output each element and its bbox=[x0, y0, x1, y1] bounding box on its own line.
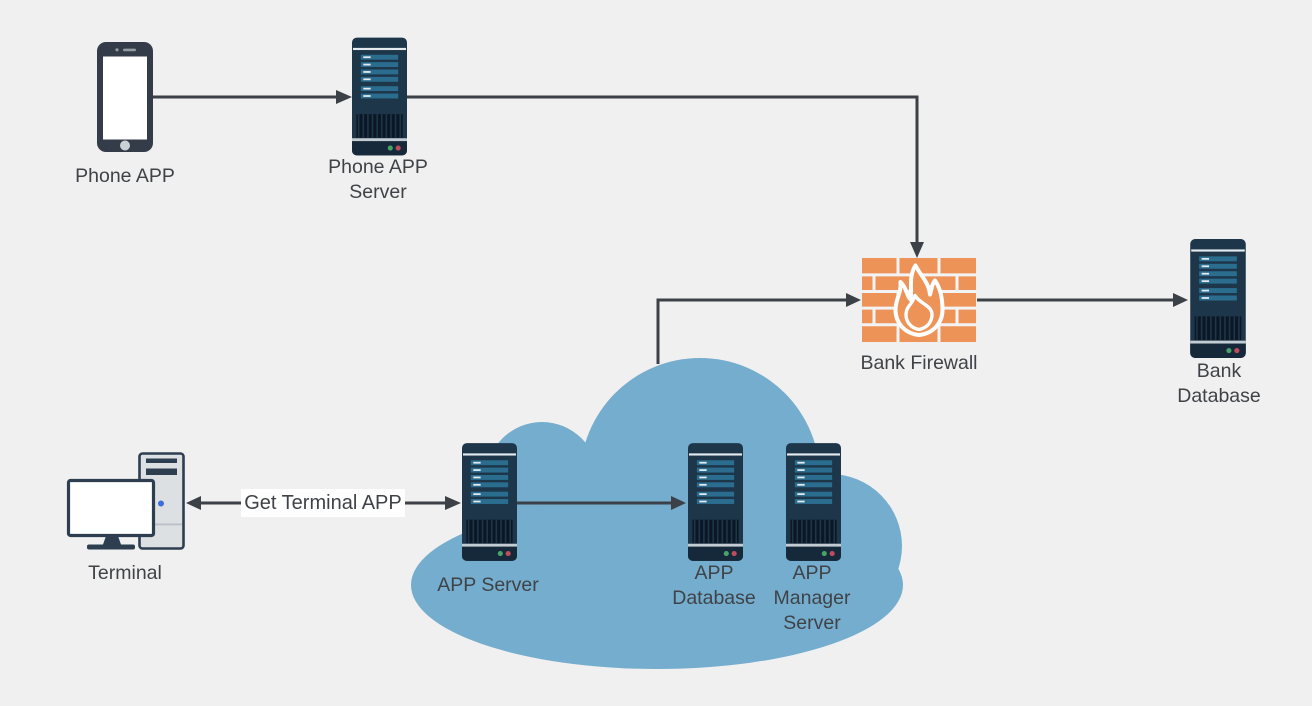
connector-phone-server-to-firewall bbox=[407, 95, 919, 243]
app-database-label: APP Database bbox=[672, 562, 756, 609]
app-server-label: APP Server bbox=[437, 574, 539, 596]
app-database-icon[interactable] bbox=[688, 441, 743, 563]
connector-cloud-to-firewall bbox=[656, 298, 847, 364]
phone-app-label: Phone APP bbox=[75, 165, 175, 187]
phone-app-server-label: Phone APP Server bbox=[328, 156, 428, 203]
phone-app-server-icon[interactable] bbox=[352, 37, 407, 156]
smartphone-icon[interactable] bbox=[97, 42, 153, 152]
bank-database-label: Bank Database bbox=[1177, 360, 1261, 407]
cloud-shape[interactable] bbox=[411, 358, 903, 669]
get-terminal-app-edge-label: Get Terminal APP bbox=[241, 489, 405, 517]
terminal-icon[interactable] bbox=[64, 452, 186, 552]
app-server-icon[interactable] bbox=[462, 441, 517, 563]
bank-database-icon[interactable] bbox=[1190, 239, 1246, 358]
bank-firewall-icon[interactable] bbox=[862, 258, 976, 342]
bank-firewall-label: Bank Firewall bbox=[860, 352, 978, 374]
arrowheads bbox=[186, 90, 1188, 510]
app-manager-server-label: APP Manager Server bbox=[773, 562, 851, 634]
app-manager-server-icon[interactable] bbox=[786, 441, 841, 563]
terminal-label: Terminal bbox=[88, 562, 162, 584]
